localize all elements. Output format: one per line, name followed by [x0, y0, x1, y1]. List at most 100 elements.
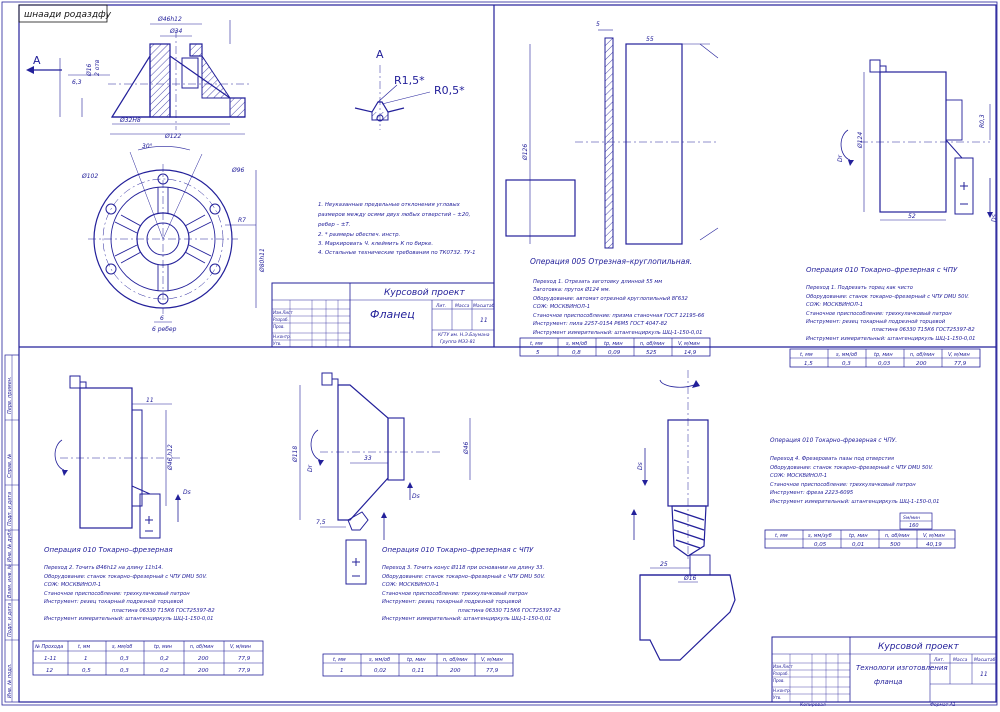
op010c-text: Переход 3. Точить конус Ø118 при основан… [382, 564, 561, 622]
op010c-dr: Dr [307, 464, 314, 472]
drawing-op010-c-lines-0: Переход 3. Точить конус Ø118 при основан… [382, 564, 544, 571]
dim-6rebr: 6 ребер [152, 326, 177, 333]
op010c-ds: Ds [412, 493, 420, 500]
note-line: размеров между осями двух любых отверсти… [317, 212, 471, 218]
detail-a [354, 65, 431, 130]
drawing-op005-lines-1: Заготовка: пруток Ø124 мм. [533, 286, 610, 293]
drawing-op010-c-table-row-3: 200 [450, 668, 461, 674]
drawing-op010-b-table-headers-2: s, мм/об [112, 644, 132, 650]
dim-b: 6 [160, 315, 164, 322]
drawing-op005-table-headers-0: t, мм [530, 341, 543, 347]
drawing-op010-b-lines-2: СОЖ: МОСКВИНОЛ-1 [44, 582, 101, 588]
copied-label: Копировал [800, 702, 826, 708]
tb2-col-scale: Масштаб [974, 657, 996, 663]
drawing-op010-b-table-rows-0-4: 200 [198, 656, 209, 662]
drawing-op010-a-table-headers-1: s, мм/об [836, 352, 857, 358]
title-block-part [271, 282, 495, 348]
drawing-op010-b-table-rows-1-4: 200 [198, 668, 209, 674]
drawing-op010-b-lines-0: Переход 2. Точить Ø46h12 на длину 11h14. [44, 564, 163, 571]
part-section-view [26, 20, 250, 135]
dim-d122: Ø122 [164, 133, 181, 140]
drawing-op010-b-table-rows-1-3: 0,2 [160, 668, 169, 674]
drawing-op010-a-lines-2: СОЖ: МОСКВИНОЛ-1 [806, 302, 863, 308]
drawing-op010-d-table-extra-val: 160 [909, 523, 919, 529]
drawing-op005-lines-2: Оборудование: автомат отрезной круглопил… [533, 296, 688, 302]
drawing-op010-a-table-row-3: 200 [916, 361, 927, 367]
drawing-op010-d-lines-0: Переход 4. Фрезеровать пазы под отверсти… [770, 456, 894, 462]
drawing-op010-d-lines-4: Инструмент: фреза 2223-6095 [770, 490, 854, 496]
drawing-op010-a-table-row-1: 0,3 [842, 361, 851, 367]
tb2-col-mass: Масса [953, 657, 968, 663]
op010d-dim-25: 25 [660, 561, 668, 568]
drawing-op010-a-table-row-4: 77,9 [954, 361, 967, 367]
drawing-op010-c-table-headers-0: t, мм [333, 657, 346, 663]
op010c-dim-33: 33 [364, 455, 372, 462]
drawing-op010-d-lines-5: Инструмент измерительный: штангенциркуль… [770, 499, 939, 505]
tb2-col-lit: Лит. [933, 657, 944, 663]
tb2-row: Разраб. [773, 671, 789, 676]
drawing-op010-b-lines-4: Инструмент: резец токарный подрезной тор… [44, 599, 184, 605]
drawing-op010-d-table-row-2: 0,01 [852, 542, 864, 548]
op010a-table: t, мм s, мм/об tр, мин n, об/мин V, м/ми… [789, 348, 981, 368]
op010c-dim-d118: Ø118 [292, 446, 299, 463]
op010d-table: Sм/мин 160 t, мм s, мм/зуб tр, мин n, об… [764, 512, 956, 549]
op005-dim-55: 55 [646, 36, 654, 43]
tb1-row: Утв. [273, 341, 281, 346]
op010b-text: Переход 2. Точить Ø46h12 на длину 11h14.… [44, 564, 215, 622]
note-line: 1. Неуказанные предельные отклонения угл… [318, 202, 461, 208]
drawing-op010-d-table-row-3: 500 [890, 542, 901, 548]
dim-r05: R0,5* [434, 84, 465, 97]
op010d-title: Операция 010 Токарно–фрезерная с ЧПУ. [770, 438, 897, 444]
op005-text: Переход 1. Отрезать заготовку длинной 55… [533, 279, 705, 336]
drawing-op010-b-lines-1: Оборудование: станок токарно–фрезерный с… [44, 574, 207, 580]
tb2-name-1: Технологи изготовления [856, 664, 948, 672]
drawing-op010-a-lines-3: Станочное приспособление: трехкулачковый… [806, 311, 952, 317]
op010b-dim-d46: Ø46,h12 [167, 444, 174, 471]
drawing-op010-d-lines-2: СОЖ: МОСКВИНОЛ-1 [770, 473, 827, 479]
drawing-op010-a-table-headers-0: t, мм [800, 352, 813, 358]
op010b-ds: Ds [183, 489, 191, 496]
drawing-op010-b-table-rows-1-1: 0,5 [82, 668, 91, 674]
tb2-row: Изм.Лист [773, 664, 793, 669]
drawing-op010-a-lines-5: пластина 06330 Т15К6 ГОСТ25397-82 [872, 327, 975, 333]
tb2-row: Утв. [773, 695, 781, 700]
drawing-op010-b-table-headers-1: t, мм [78, 644, 91, 650]
strip-label-1: Перв. примен. [7, 376, 13, 414]
drawing-op010-a-lines-1: Оборудование: станок токарно–фрезерный с… [806, 294, 969, 300]
tb1-row: Н.контр. [273, 334, 291, 339]
strip-label-5: Взам. инв. № [7, 564, 13, 598]
drawing-op010-b-table-rows-0-2: 0,3 [120, 656, 129, 662]
drawing-op010-a-table-headers-4: V, м/мин [948, 352, 971, 358]
drawing-op005-lines-4: Станочное приспособление: призма станочн… [533, 313, 705, 319]
drawing-op010-b-table-headers-4: n, об/мин [190, 644, 213, 650]
dim-d96: Ø96 [231, 167, 245, 174]
drawing-op005-lines-5: Инструмент: пила 2257-0154 Р6М5 ГОСТ 404… [533, 321, 667, 327]
view-a-label: A [33, 54, 41, 67]
op010a-dim-r03: R0,3 [979, 114, 986, 128]
tb1-row: Изм.Лист [273, 310, 293, 315]
op010b-sketch [54, 375, 182, 539]
drawing-op010-c-table-headers-3: n, об/мин [443, 657, 468, 663]
op010d-text: Переход 4. Фрезеровать пазы под отверсти… [770, 456, 939, 505]
drawing-op010-c-lines-2: СОЖ: МОСКВИНОЛ-1 [382, 582, 439, 588]
drawing-op010-b-table-rows-0-0: 1-11 [44, 656, 56, 662]
op010c-table: t, мм s, мм/об tр, мин n, об/мин V, м/ми… [322, 653, 514, 677]
tb1-row: Разраб. [273, 317, 289, 322]
dim-d46h12: Ø46h12 [157, 16, 182, 23]
left-strip: Перв. примен. Справ. № Подп. и дата Инв.… [4, 354, 20, 703]
dim-d102: Ø102 [81, 173, 98, 180]
drawing-op010-c-table-row-2: 0,11 [412, 668, 424, 674]
inner-frame [18, 4, 997, 703]
drawing-op010-d-table-row-4: 40,19 [926, 542, 942, 548]
op010d-ds: Ds [637, 462, 644, 470]
drawing-op010-c-table-row-1: 0,02 [374, 668, 387, 674]
drawing-op010-b-lines-5: пластина 06330 Т15К6 ГОСТ25397-82 [112, 608, 215, 614]
dim-r15: R1,5* [394, 74, 425, 87]
drawing-op005-table-row-4: 14,9 [684, 350, 697, 356]
drawing-op005-lines-0: Переход 1. Отрезать заготовку длинной 55… [533, 279, 662, 285]
drawing-op010-c-lines-3: Станочное приспособление: трехкулачковый… [382, 591, 528, 597]
strip-label-6: Подп. и дата [7, 603, 13, 637]
op010a-title: Операция 010 Токарно–фрезерная с ЧПУ [806, 266, 958, 274]
